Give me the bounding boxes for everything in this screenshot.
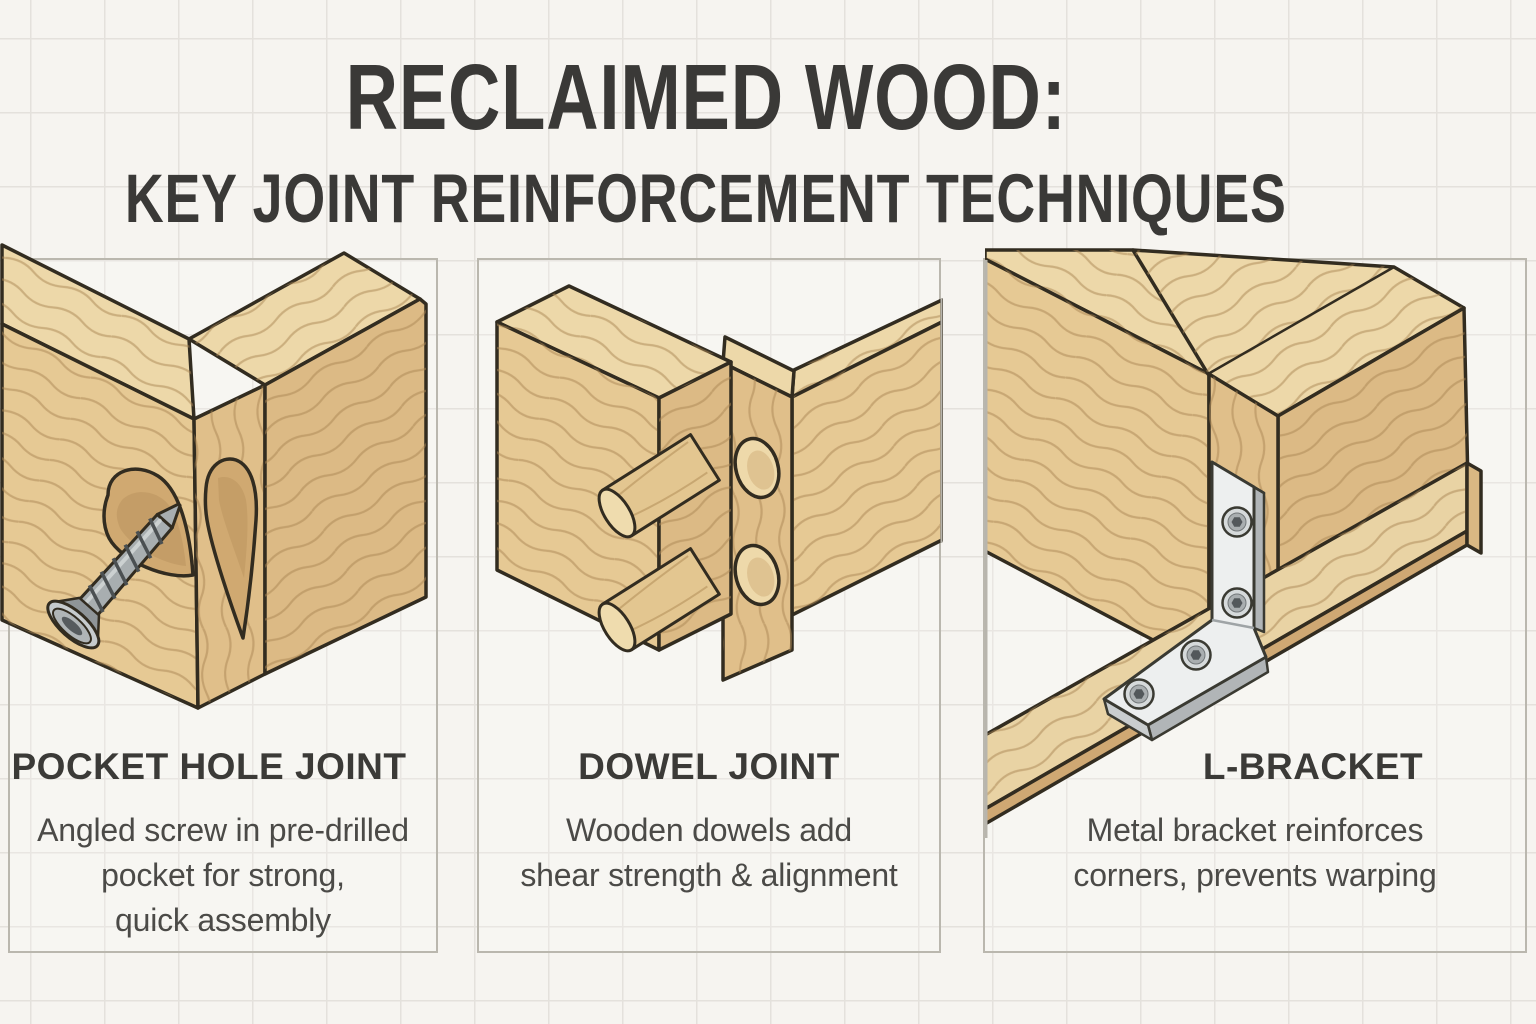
panel-description: Angled screw in pre-drilled pocket for s…: [37, 812, 409, 938]
bracket-screw: [1123, 678, 1155, 710]
title-line-2: KEY JOINT REINFORCEMENT TECHNIQUES: [125, 160, 1287, 237]
bracket-screw: [1221, 587, 1253, 619]
pocket-holes: [102, 457, 259, 640]
metal-l-bracket: [1102, 460, 1270, 742]
panel-caption: DOWEL JOINT Wooden dowels add shear stre…: [479, 746, 939, 898]
pocket-hole-joint-illustration: [0, 243, 428, 710]
dowel-joint-illustration: [495, 284, 943, 682]
panel-dowel-joint: DOWEL JOINT Wooden dowels add shear stre…: [477, 258, 943, 953]
panel-heading: DOWEL JOINT: [578, 746, 840, 787]
panel-heading: L-BRACKET: [1202, 746, 1424, 787]
page-title: RECLAIMED WOOD: KEY JOINT REINFORCEMENT …: [0, 45, 1474, 249]
post-board: [187, 251, 428, 710]
bracket-screw: [1221, 506, 1253, 538]
angled-screw: [46, 502, 182, 650]
dowel-hole: [733, 436, 781, 500]
wooden-dowel: [597, 547, 721, 653]
horizontal-beam: [790, 298, 943, 617]
rail-board: [0, 243, 200, 710]
panel-l-bracket: L-BRACKET Metal bracket reinforces corne…: [983, 248, 1527, 953]
wooden-dowel: [597, 433, 721, 539]
panel-pocket-hole-joint: POCKET HOLE JOINT Angled screw in pre-dr…: [0, 243, 438, 953]
panel-heading: POCKET HOLE JOINT: [11, 746, 407, 787]
corner-post: [1131, 248, 1471, 642]
upper-beam: [985, 248, 1211, 642]
dowel-block: [495, 284, 733, 652]
panel-caption: L-BRACKET Metal bracket reinforces corne…: [985, 746, 1525, 898]
panel-description: Metal bracket reinforces corners, preven…: [1073, 812, 1437, 893]
panel-caption: POCKET HOLE JOINT Angled screw in pre-dr…: [10, 746, 436, 943]
dowel-hole: [733, 543, 781, 607]
title-line-1: RECLAIMED WOOD:: [345, 45, 1067, 149]
vertical-board-with-holes: [721, 335, 796, 682]
bracket-screw: [1180, 639, 1212, 671]
panel-description: Wooden dowels add shear strength & align…: [520, 812, 898, 893]
